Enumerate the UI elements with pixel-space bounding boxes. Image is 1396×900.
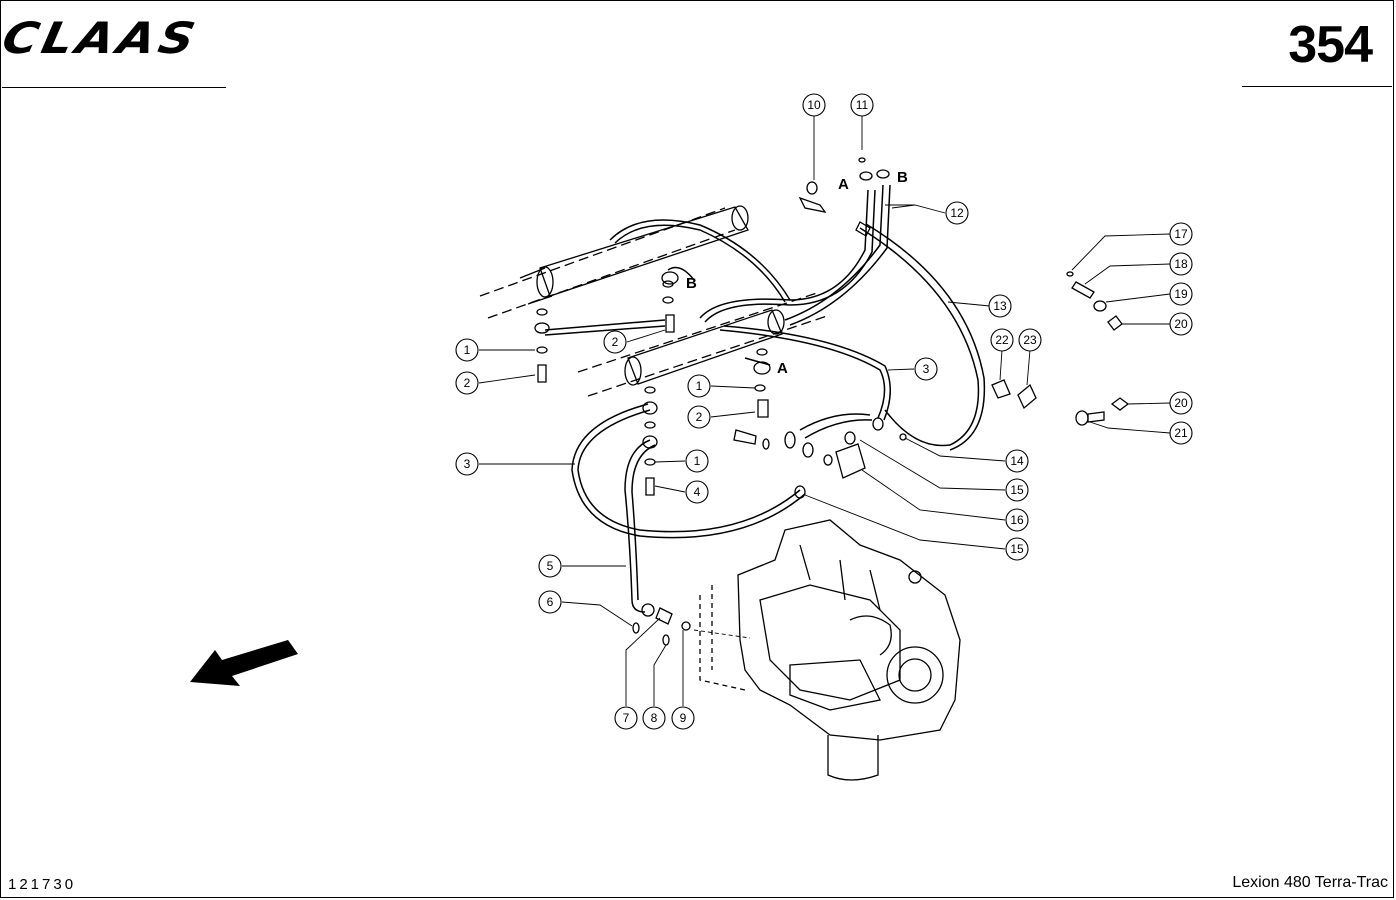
callout-label: 14 (1010, 454, 1024, 468)
callout-12: 12 (945, 201, 969, 225)
gearbox-housing (699, 519, 961, 781)
callout-label: 17 (1174, 227, 1188, 241)
callout-10: 10 (802, 93, 826, 117)
port-label-a-mid: A (777, 360, 788, 377)
port-label-b-top: B (897, 169, 908, 186)
callout-label: 18 (1174, 257, 1188, 271)
port-labels: A B B A (686, 169, 908, 377)
callout-22: 22 (990, 328, 1014, 352)
callout-18: 18 (1169, 252, 1193, 276)
leader-lines (478, 116, 1171, 706)
callout-label: 21 (1174, 426, 1188, 440)
callout-label: 7 (623, 711, 630, 725)
callout-16: 16 (1005, 508, 1029, 532)
callout-6: 6 (538, 590, 562, 614)
callout-23: 23 (1018, 328, 1042, 352)
callout-17: 17 (1169, 222, 1193, 246)
callout-5: 5 (538, 554, 562, 578)
callout-20-bottom: 20 (1169, 391, 1193, 415)
page-number: 354 (1288, 16, 1373, 74)
callout-label: 5 (547, 559, 554, 573)
callout-21: 21 (1169, 421, 1193, 445)
callout-label: 15 (1010, 483, 1024, 497)
callout-label: 16 (1010, 513, 1024, 527)
direction-arrow (190, 640, 298, 686)
callout-2-upper: 2 (603, 330, 627, 354)
document-code: 121730 (8, 876, 77, 893)
callout-label: 2 (464, 376, 471, 390)
callouts: 10 11 12 17 18 19 20 13 22 23 1 2 2 3 1 … (455, 93, 1193, 730)
header-rule-right (1242, 86, 1392, 87)
callout-label: 3 (923, 362, 930, 376)
callout-3-right: 3 (914, 357, 938, 381)
fittings (534, 157, 1130, 646)
callout-9: 9 (671, 706, 695, 730)
upper-cylinder (479, 205, 749, 319)
callout-1-left: 1 (455, 338, 479, 362)
callout-label: 19 (1174, 287, 1188, 301)
callout-1-mid: 1 (687, 374, 711, 398)
callout-19: 19 (1169, 282, 1193, 306)
callout-11: 11 (850, 93, 874, 117)
callout-14: 14 (1005, 449, 1029, 473)
hoses (544, 184, 986, 613)
callout-label: 2 (696, 410, 703, 424)
header-rule-left (2, 87, 226, 88)
callout-label: 3 (464, 457, 471, 471)
callout-label: 2 (612, 335, 619, 349)
callout-label: 23 (1023, 333, 1037, 347)
callout-20-top: 20 (1169, 312, 1193, 336)
model-name: Lexion 480 Terra-Trac (1232, 874, 1388, 891)
callout-8: 8 (642, 706, 666, 730)
callout-7: 7 (614, 706, 638, 730)
callout-label: 4 (694, 485, 701, 499)
callout-label: 8 (651, 711, 658, 725)
port-label-b-left: B (686, 275, 697, 292)
callout-3-left: 3 (455, 452, 479, 476)
callout-label: 12 (950, 206, 964, 220)
callout-label: 1 (694, 454, 701, 468)
callout-label: 10 (807, 98, 821, 112)
callout-2-left: 2 (455, 371, 479, 395)
callout-label: 6 (547, 595, 554, 609)
callout-15-lower: 15 (1005, 537, 1029, 561)
callout-label: 13 (993, 299, 1007, 313)
callout-label: 1 (696, 379, 703, 393)
callout-label: 20 (1174, 317, 1188, 331)
callout-2-mid: 2 (687, 405, 711, 429)
callout-13: 13 (988, 294, 1012, 318)
callout-label: 22 (995, 333, 1009, 347)
callout-label: 11 (856, 98, 869, 112)
callout-1-lower: 1 (685, 449, 709, 473)
port-label-a-top: A (838, 176, 849, 193)
callout-label: 15 (1010, 542, 1024, 556)
callout-label: 1 (464, 343, 471, 357)
callout-label: 9 (680, 711, 687, 725)
callout-label: 20 (1174, 396, 1188, 410)
callout-15-upper: 15 (1005, 478, 1029, 502)
callout-4: 4 (685, 480, 709, 504)
